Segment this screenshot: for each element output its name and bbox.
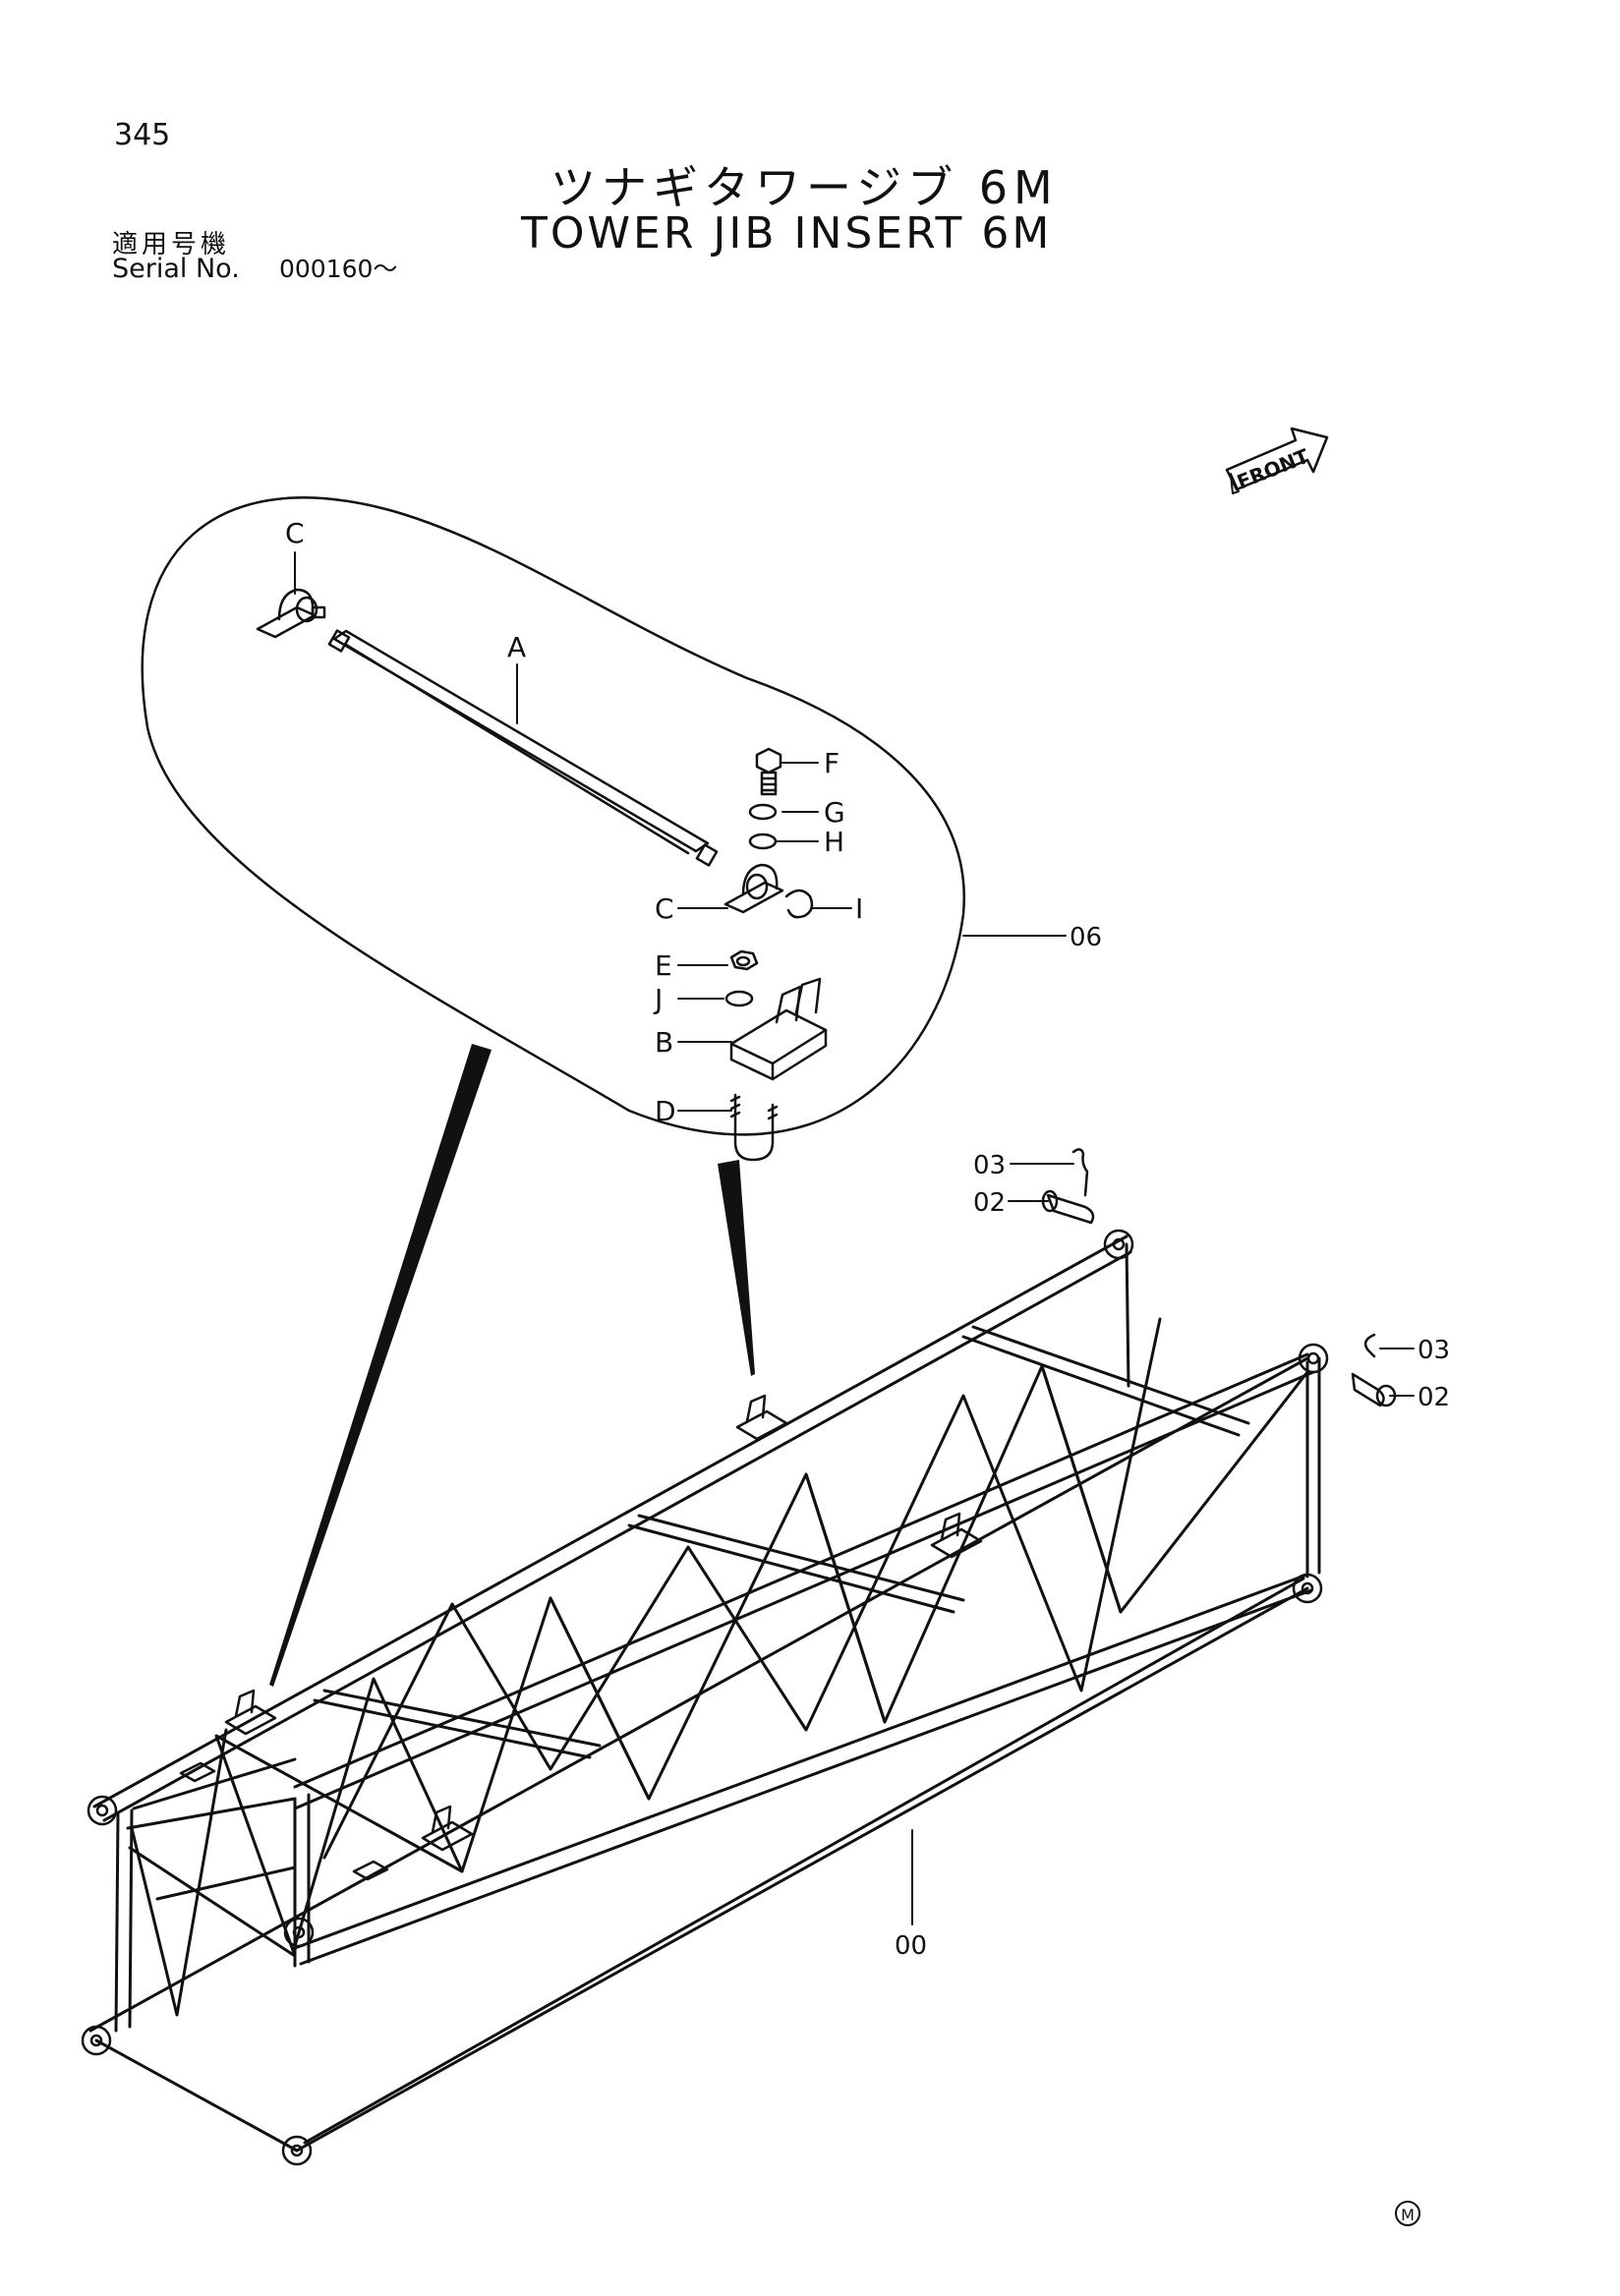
detail-washer-h [748, 832, 778, 850]
label-c-top: C [285, 517, 305, 549]
serial-label-english: Serial No. [112, 254, 240, 284]
detail-pointer-right [718, 1160, 755, 1376]
detail-nut-e [729, 949, 759, 971]
part-number-00: 00 [895, 1931, 927, 1961]
detail-washer-g [748, 803, 778, 821]
detail-washer-j [724, 990, 754, 1007]
detail-pointer-left [269, 1044, 492, 1687]
page-title-japanese: ツナギタワージブ 6M [550, 161, 1059, 214]
part-number-03-right: 03 [1418, 1336, 1450, 1365]
serial-number-value: 000160～ [279, 255, 398, 283]
label-f: F [824, 747, 839, 779]
detail-bearing-c-mid [723, 863, 784, 914]
part-number-02-right: 02 [1418, 1383, 1450, 1412]
maker-mark: M [1401, 2206, 1415, 2224]
label-d: D [655, 1095, 676, 1127]
part-number-06: 06 [1070, 923, 1102, 952]
page-number: 345 [114, 118, 171, 152]
detail-snap-ring-i [784, 889, 814, 919]
detail-leader-lines [294, 551, 1067, 1112]
part-number-03-top: 03 [973, 1151, 1006, 1180]
boom-clamp-brackets [179, 1394, 983, 1881]
detail-bubble-outline [141, 496, 966, 1136]
serial-label-japanese: 適用号機 [112, 230, 231, 259]
label-g: G [824, 796, 845, 829]
maker-mark-circle [1395, 2201, 1420, 2226]
detail-bolt-f [755, 747, 782, 796]
label-j: J [653, 983, 663, 1015]
front-arrow-icon [1225, 427, 1329, 494]
label-i: I [855, 892, 863, 925]
detail-bracket-b [729, 977, 828, 1081]
detail-bearing-c-top [256, 588, 326, 639]
detail-shaft-a [327, 629, 719, 867]
clip-03-right-icon [1363, 1333, 1376, 1358]
part-leader-lines [911, 1163, 1415, 1925]
detail-u-bolt-d [729, 1093, 779, 1162]
boom-end-lugs [81, 1229, 1329, 2166]
pin-02-right-icon [1351, 1372, 1397, 1407]
boom-bottom-frame [94, 1577, 1309, 2152]
label-h: H [824, 826, 844, 858]
page-title-english: TOWER JIB INSERT 6M [521, 208, 1053, 258]
part-number-02-top: 02 [973, 1188, 1006, 1218]
front-label: FRONT [1234, 444, 1312, 494]
boom-truss [88, 1234, 1321, 2033]
label-b: B [655, 1026, 673, 1059]
label-e: E [655, 949, 672, 982]
label-c-mid: C [655, 892, 674, 925]
label-a: A [507, 631, 526, 663]
clip-03-top-icon [1071, 1148, 1089, 1197]
